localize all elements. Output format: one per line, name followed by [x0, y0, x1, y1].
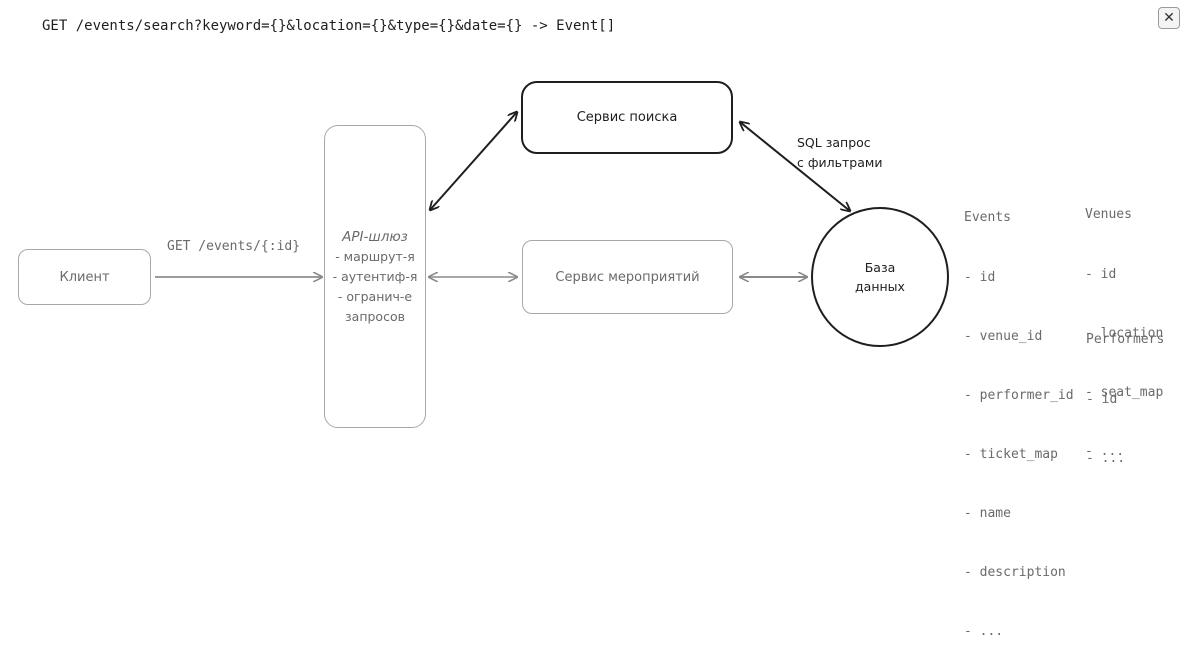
sql-query-line2: с фильтрами: [797, 155, 883, 170]
database-label-line2: данных: [855, 279, 905, 294]
close-button[interactable]: ✕: [1158, 7, 1180, 29]
search-service-label: Сервис поиска: [576, 110, 678, 125]
gateway-node[interactable]: API-шлюз - маршрут-я - аутентиф-я - огра…: [324, 125, 426, 428]
schema-field: - ...: [964, 624, 1004, 640]
schema-field: - id: [964, 269, 996, 285]
database-node[interactable]: База данных: [812, 208, 948, 346]
schema-events-title: Events: [964, 210, 1011, 226]
schema-field: - performer_id: [964, 387, 1074, 403]
schema-field: - venue_id: [964, 328, 1043, 344]
schema-performers: Performers - id - ...: [1086, 291, 1164, 488]
arrow-gateway-search: [430, 112, 517, 210]
database-label: База данных: [855, 258, 905, 296]
schema-field: - ...: [1086, 450, 1126, 466]
events-service-node[interactable]: Сервис мероприятий: [522, 240, 733, 314]
client-node[interactable]: Клиент: [18, 249, 151, 305]
schema-field: - id: [1085, 266, 1117, 282]
schema-performers-title: Performers: [1086, 332, 1165, 348]
gateway-item-limit: - огранич-е: [337, 288, 413, 304]
schema-events: Events - id - venue_id - performer_id - …: [964, 169, 1074, 662]
schema-field: - seat_map: [1085, 384, 1164, 400]
database-circle: [811, 207, 949, 347]
events-service-label: Сервис мероприятий: [555, 269, 700, 285]
gateway-item-routing: - маршрут-я: [335, 248, 415, 264]
schema-venues-title: Venues: [1085, 207, 1132, 223]
sql-query-line1: SQL запрос: [797, 135, 871, 150]
close-icon: ✕: [1163, 10, 1175, 26]
sql-query-label: SQL запрос с фильтрами: [797, 133, 882, 173]
gateway-text: API-шлюз - маршрут-я - аутентиф-я - огра…: [333, 227, 418, 327]
client-gateway-label: GET /events/{:id}: [167, 239, 301, 254]
schema-field: - location: [1085, 325, 1164, 341]
endpoint-title: GET /events/search?keyword={}&location={…: [42, 18, 616, 34]
gateway-item-requests: запросов: [345, 308, 405, 324]
search-service-node[interactable]: Сервис поиска: [521, 81, 733, 154]
schema-field: - name: [964, 505, 1011, 521]
diagram-edges: [155, 0, 949, 347]
database-label-line1: База: [864, 260, 896, 275]
schema-field: - id: [1086, 391, 1118, 407]
arrow-search-db: [740, 122, 850, 211]
schema-field: - description: [964, 565, 1066, 581]
gateway-title: API-шлюз: [342, 228, 408, 245]
gateway-item-auth: - аутентиф-я: [332, 268, 418, 284]
client-label: Клиент: [59, 269, 110, 285]
